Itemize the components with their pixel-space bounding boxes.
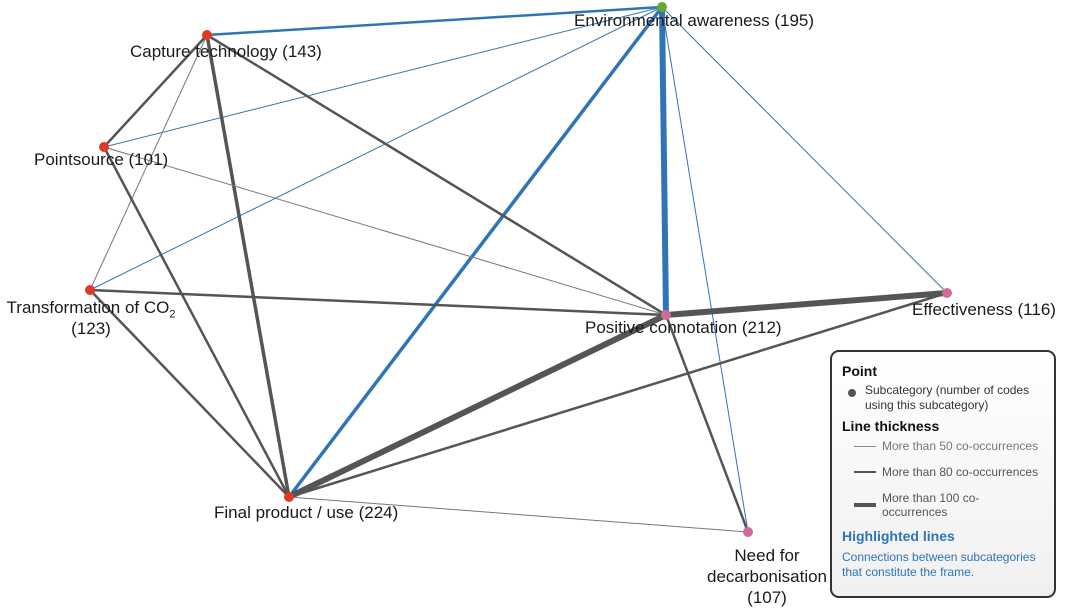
legend-thick-line-icon (854, 503, 876, 507)
edge-positive-connotation-environmental-awareness (659, 6, 669, 316)
label-positive-connotation: Positive connotation (212) (585, 318, 782, 337)
node-positive-connotation (661, 310, 671, 320)
node-final-product (284, 492, 294, 502)
edge-final-product-need-decarbonisation (288, 496, 749, 533)
node-environmental-awareness (657, 2, 667, 12)
legend-thickness-heading: Line thickness (842, 418, 940, 434)
edge-capture-technology-environmental-awareness (206, 5, 663, 37)
label-transformation-co2: Transformation of CO2 (123) (0, 297, 182, 339)
legend-medium-line-icon (854, 471, 876, 473)
legend-medium-row: More than 80 co-occurrences (842, 465, 1044, 479)
label-need-line2: decarbonisation (706, 567, 828, 586)
label-effectiveness: Effectiveness (116) (912, 300, 1056, 319)
edges-layer (89, 5, 948, 533)
legend-thin-row: More than 50 co-occurrences (842, 439, 1044, 453)
label-need-decarbonisation: Need for decarbonisation (107) (700, 545, 834, 608)
legend-thin-line-icon (854, 445, 876, 447)
legend-point-text: Subcategory (number of codes using this … (865, 383, 1030, 412)
edge-capture-technology-final-product (205, 34, 291, 498)
legend-highlight-text: Connections between subcategories that c… (842, 550, 1036, 579)
label-capture-technology: Capture technology (143) (130, 42, 322, 61)
label-need-line1: Need for (734, 546, 800, 565)
edge-need-decarbonisation-environmental-awareness (661, 6, 749, 533)
edge-pointsource-final-product (102, 146, 291, 498)
legend-highlight-heading: Highlighted lines (842, 528, 955, 544)
edge-transformation-co2-environmental-awareness (89, 6, 663, 291)
label-environmental-awareness: Environmental awareness (195) (574, 11, 815, 30)
edge-transformation-co2-final-product (89, 289, 290, 498)
edge-capture-technology-transformation-co2 (89, 34, 208, 291)
edge-final-product-environmental-awareness (287, 5, 664, 499)
edge-positive-connotation-need-decarbonisation (664, 314, 750, 533)
edge-positive-connotation-final-product (287, 312, 668, 500)
legend-thick-text: More than 100 co-occurrences (882, 491, 980, 519)
edge-capture-technology-positive-connotation (206, 33, 667, 317)
nodes-layer (85, 2, 952, 537)
node-pointsource (99, 142, 109, 152)
edge-effectiveness-final-product (288, 291, 948, 499)
edge-pointsource-environmental-awareness (103, 6, 663, 148)
legend-thin-text: More than 50 co-occurrences (882, 439, 1039, 453)
label-final-product: Final product / use (224) (214, 503, 399, 522)
edge-pointsource-positive-connotation (103, 146, 667, 316)
label-transformation-co2-count: (123) (71, 319, 111, 338)
edge-transformation-co2-positive-connotation (89, 288, 667, 317)
legend-thick-row: More than 100 co-occurrences (842, 491, 1044, 519)
node-capture-technology (202, 30, 212, 40)
legend-box: Point Subcategory (number of codes using… (830, 350, 1056, 598)
edge-effectiveness-environmental-awareness (661, 6, 948, 294)
legend-point-row: Subcategory (number of codes using this … (842, 383, 1044, 413)
label-transformation-co2-sub: 2 (169, 308, 176, 321)
node-need-decarbonisation (743, 527, 753, 537)
node-transformation-co2 (85, 285, 95, 295)
node-effectiveness (942, 288, 952, 298)
label-transformation-co2-main: Transformation of CO (6, 298, 170, 317)
legend-point-heading: Point (842, 363, 877, 379)
edge-capture-technology-pointsource (103, 34, 208, 148)
legend-medium-text: More than 80 co-occurrences (882, 465, 1039, 479)
label-need-line3: (107) (747, 588, 787, 607)
label-pointsource: Pointsource (101) (34, 150, 169, 169)
legend-point-dot-icon (848, 389, 856, 397)
edge-positive-connotation-effectiveness (665, 290, 948, 318)
